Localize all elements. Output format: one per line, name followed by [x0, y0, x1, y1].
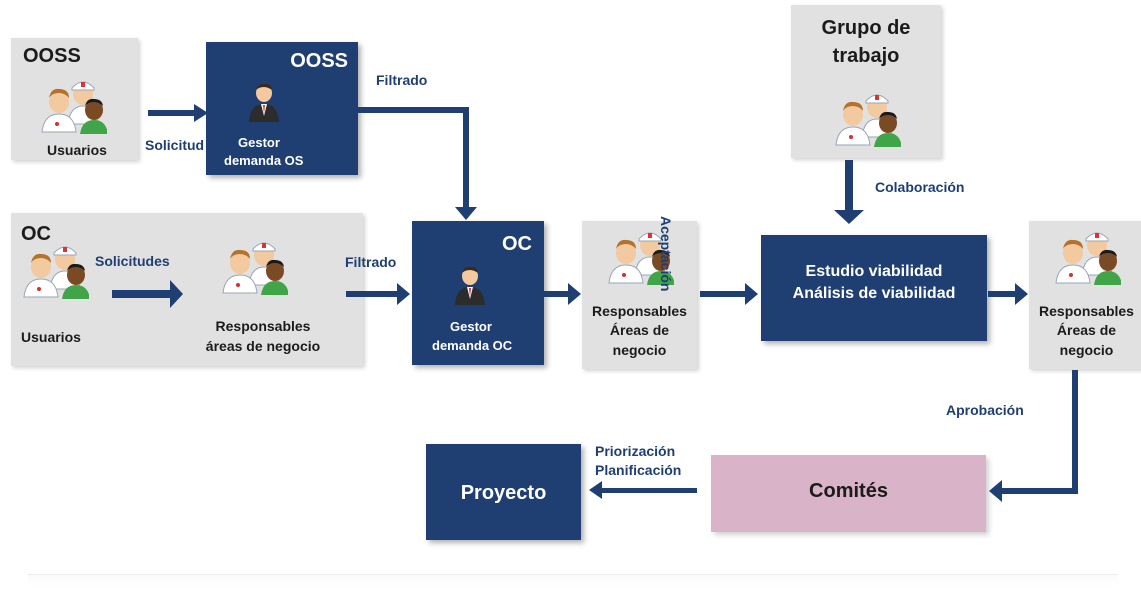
arrow-aprobacion	[1072, 370, 1078, 494]
arrow-filtrado-mid	[346, 291, 398, 297]
ooss-manager-line1: Gestor	[238, 135, 280, 150]
oc-resp-line2: áreas de negocio	[205, 338, 321, 354]
arrow-oc-to-resp	[543, 291, 569, 297]
oc-resp-line1: Responsables	[215, 318, 311, 334]
resp-areas-1-line1: Responsables	[592, 303, 687, 319]
resp-areas-2-line1: Responsables	[1039, 303, 1134, 319]
ooss-users-box: OOSS Usuarios	[11, 38, 138, 160]
flow-label-planificacion: Planificación	[595, 462, 682, 478]
oc-manager-box: OC Gestor demanda OC	[412, 221, 544, 365]
flow-label-solicitudes: Solicitudes	[95, 253, 170, 269]
oc-manager-line1: Gestor	[450, 319, 492, 334]
committees-box: Comités	[711, 455, 986, 532]
arrow-colaboracion	[845, 160, 853, 212]
oc-manager-line2: demanda OC	[432, 338, 513, 353]
ooss-manager-box: OOSS Gestor demanda OS	[206, 42, 358, 175]
committees-label: Comités	[809, 480, 888, 502]
work-group-box: Grupo de trabajo	[791, 5, 941, 158]
project-label: Proyecto	[460, 482, 547, 504]
arrow-aceptacion	[700, 291, 746, 297]
flow-label-aceptacion: Aceptación	[658, 216, 674, 292]
resp-areas-1-line2: Áreas de	[609, 322, 670, 338]
oc-users-box-title: OC	[21, 223, 51, 245]
flow-label-filtrado-mid: Filtrado	[345, 254, 397, 270]
flow-label-aprobacion: Aprobación	[946, 402, 1024, 418]
project-box: Proyecto	[426, 444, 581, 540]
resp-areas-2-box: Responsables Áreas de negocio	[1029, 221, 1141, 369]
resp-areas-2-line2: Áreas de	[1056, 322, 1117, 338]
resp-areas-2-line3: negocio	[1059, 342, 1114, 358]
ooss-manager-title: OOSS	[290, 50, 348, 72]
flow-label-solicitud: Solicitud	[145, 137, 205, 153]
flow-label-priorizacion: Priorización	[595, 443, 676, 459]
work-group-line1: Grupo de	[821, 17, 911, 39]
arrow-filtrado-top	[358, 107, 469, 113]
oc-manager-title: OC	[502, 233, 532, 255]
arrow-solicitud	[148, 110, 196, 116]
ooss-users-box-title: OOSS	[23, 45, 81, 67]
feasibility-study-line2: Análisis de viabilidad	[792, 285, 956, 302]
oc-users-box: OC Usuarios Responsables áreas de negoci…	[11, 213, 363, 366]
bottom-divider	[28, 574, 1118, 587]
oc-users-label: Usuarios	[21, 329, 81, 345]
arrow-priorizacion	[600, 488, 697, 493]
ooss-users-label: Usuarios	[47, 142, 107, 158]
ooss-manager-line2: demanda OS	[224, 153, 304, 168]
flow-label-colaboracion: Colaboración	[875, 179, 965, 195]
feasibility-study-box: Estudio viabilidad Análisis de viabilida…	[761, 235, 987, 341]
flow-label-filtrado-top: Filtrado	[376, 72, 428, 88]
resp-areas-1-box: Responsables Áreas de negocio	[582, 221, 697, 369]
arrow-solicitudes	[112, 290, 172, 298]
arrow-study-to-resp	[988, 291, 1016, 297]
resp-areas-1-line3: negocio	[612, 342, 667, 358]
feasibility-study-line1: Estudio viabilidad	[805, 263, 943, 280]
work-group-line2: trabajo	[832, 45, 900, 67]
